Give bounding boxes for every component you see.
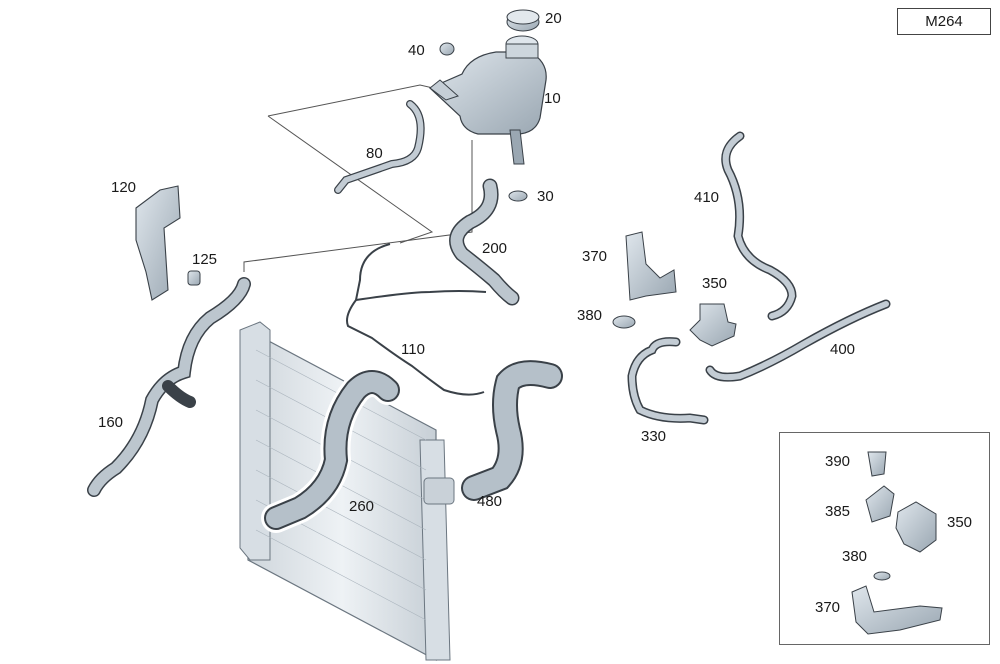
part-380-grommet (612, 315, 636, 329)
part-160-hose (87, 277, 251, 497)
callout-125: 125 (192, 251, 217, 268)
inset-part-385 (865, 485, 895, 523)
callout-330: 330 (641, 428, 666, 445)
part-80-hose (334, 100, 425, 194)
callout-260: 260 (349, 498, 374, 515)
part-110-harness (346, 243, 487, 396)
part-400-hose (705, 299, 891, 382)
inset-part-350 (895, 501, 937, 553)
radiator (239, 321, 455, 661)
part-410-hose (721, 131, 797, 321)
inset-part-380 (873, 571, 891, 581)
callout-80: 80 (366, 145, 383, 162)
model-code-box: M264 (897, 8, 991, 35)
callout-370: 370 (582, 248, 607, 265)
callout-30: 30 (537, 188, 554, 205)
part-480-hose (461, 360, 563, 501)
callout-160: 160 (98, 414, 123, 431)
part-120-bracket (135, 185, 181, 301)
inset-part-390 (867, 451, 887, 477)
callout-labels: 20 40 10 80 30 120 125 200 370 410 350 3… (98, 10, 972, 616)
callout-480: 480 (477, 493, 502, 510)
inset-callout-370: 370 (815, 599, 840, 616)
callout-380: 380 (577, 307, 602, 324)
callout-120: 120 (111, 179, 136, 196)
part-20-cap (506, 9, 540, 32)
callout-10: 10 (544, 90, 561, 107)
part-30-grommet (508, 190, 528, 202)
part-40-plug (439, 42, 455, 56)
model-code: M264 (925, 13, 963, 30)
part-370-bracket (625, 231, 677, 301)
callout-350: 350 (702, 275, 727, 292)
part-260-hose (261, 367, 403, 533)
callout-20: 20 (545, 10, 562, 27)
part-10-expansion-tank (428, 35, 547, 165)
inset-detail-frame (779, 432, 990, 645)
part-350-valve (689, 303, 737, 347)
inset-callout-380: 380 (842, 548, 867, 565)
part-125-clip (187, 270, 201, 286)
callout-40: 40 (408, 42, 425, 59)
part-330-hose (627, 337, 709, 425)
inset-callout-350: 350 (947, 514, 972, 531)
inset-part-370 (851, 585, 943, 635)
callout-110: 110 (401, 341, 425, 358)
inset-callout-390: 390 (825, 453, 850, 470)
callout-410: 410 (694, 189, 719, 206)
inset-callout-385: 385 (825, 503, 850, 520)
part-200-hose (449, 178, 520, 306)
callout-200: 200 (482, 240, 507, 257)
callout-400: 400 (830, 341, 855, 358)
